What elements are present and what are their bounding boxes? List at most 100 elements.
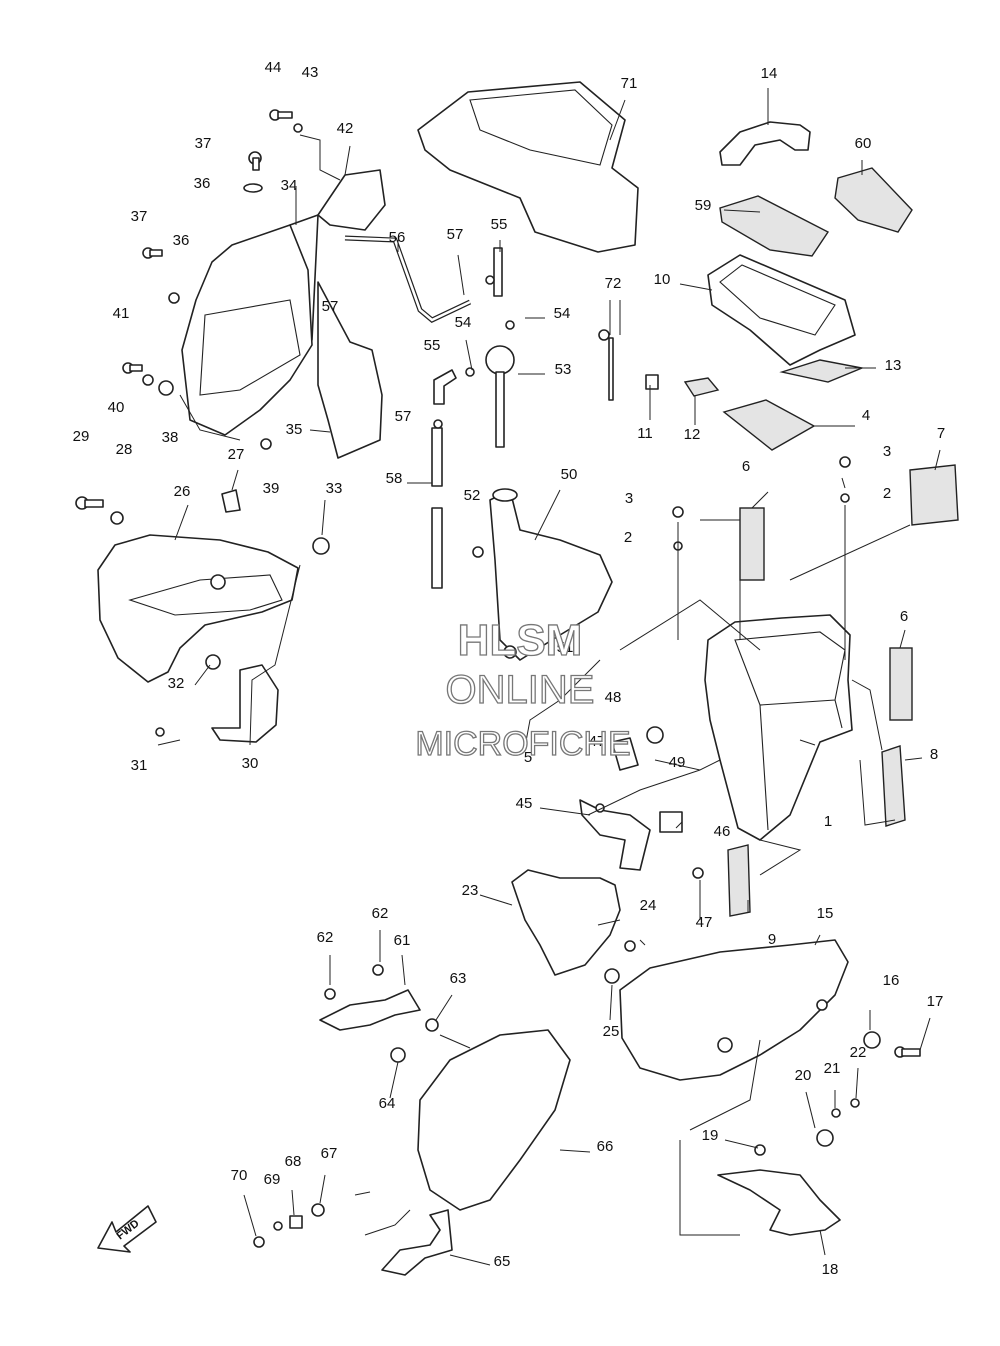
part-60-pad: [834, 167, 913, 233]
callout-18: 18: [822, 1261, 839, 1278]
callout-38: 38: [162, 429, 179, 446]
part-49-connector: [646, 726, 664, 744]
callout-1: 1: [824, 813, 832, 830]
callout-37: 37: [131, 208, 148, 225]
callout-22: 22: [850, 1044, 867, 1061]
callout-44: 44: [265, 59, 282, 76]
assembly-lines: [179, 134, 896, 1236]
part-1-battery-box: [704, 614, 853, 841]
part-frame-cover: [181, 224, 313, 436]
callout-12: 12: [684, 426, 701, 443]
callout-29: 29: [73, 428, 90, 445]
part-59-pad: [719, 195, 830, 257]
callout-41: 41: [113, 305, 130, 322]
watermark-line-2: ONLINE: [446, 668, 595, 712]
callout-17: 17: [927, 993, 944, 1010]
callout-62: 62: [372, 905, 389, 922]
part-42-bracket: [317, 169, 386, 231]
callout-67: 67: [321, 1145, 338, 1162]
part-65-bracket: [381, 1209, 453, 1276]
callout-69: 69: [264, 1171, 281, 1188]
part-58-hose: [431, 427, 443, 487]
callout-16: 16: [883, 972, 900, 989]
callout-54: 54: [554, 305, 571, 322]
fwd-badge: FWD: [97, 1205, 157, 1253]
callout-14: 14: [761, 65, 778, 82]
callout-5: 5: [524, 749, 532, 766]
callout-59: 59: [695, 197, 712, 214]
part-26-cover: [97, 534, 299, 683]
part-23-holder: [511, 869, 621, 976]
callout-51: 51: [557, 639, 574, 656]
callout-25: 25: [603, 1023, 620, 1040]
callout-49: 49: [669, 754, 686, 771]
part-18-bracket: [717, 1169, 841, 1236]
callout-24: 24: [640, 897, 657, 914]
callout-68: 68: [285, 1153, 302, 1170]
callout-10: 10: [654, 271, 671, 288]
callout-56: 56: [389, 229, 406, 246]
callout-58: 58: [386, 470, 403, 487]
callout-71: 71: [621, 75, 638, 92]
leader-lines: [157, 88, 941, 1266]
watermark: HLSM ONLINE MICROFICHE: [415, 615, 632, 763]
part-66-cover: [417, 1029, 571, 1211]
callout-21: 21: [824, 1060, 841, 1077]
part-10-tray: [707, 254, 856, 366]
callout-7: 7: [937, 425, 945, 442]
callout-42: 42: [337, 120, 354, 137]
watermark-line-3: MICROFICHE: [415, 725, 630, 763]
callout-72: 72: [605, 275, 622, 292]
callout-37: 37: [195, 135, 212, 152]
callout-66: 66: [597, 1138, 614, 1155]
part-4-plate: [722, 399, 816, 451]
part-48-bracket: [611, 737, 639, 771]
watermark-line-1: HLSM: [458, 616, 583, 665]
callout-57: 57: [447, 226, 464, 243]
callout-70: 70: [231, 1167, 248, 1184]
callout-36: 36: [173, 232, 190, 249]
callout-63: 63: [450, 970, 467, 987]
callout-62: 62: [317, 929, 334, 946]
part-56-tube: [344, 235, 472, 323]
callout-57: 57: [395, 408, 412, 425]
callout-3: 3: [625, 490, 633, 507]
callout-57: 57: [322, 298, 339, 315]
callout-2: 2: [883, 485, 891, 502]
part-50-tank: [489, 489, 613, 661]
callout-4: 4: [862, 407, 870, 424]
part-45-bracket: [579, 799, 651, 871]
callout-64: 64: [379, 1095, 396, 1112]
callout-60: 60: [855, 135, 872, 152]
callout-47: 47: [696, 914, 713, 931]
callout-54: 54: [455, 314, 472, 331]
callout-6: 6: [742, 458, 750, 475]
part-6-plate-b: [889, 647, 913, 721]
callout-40: 40: [108, 399, 125, 416]
callout-50: 50: [561, 466, 578, 483]
callout-36: 36: [194, 175, 211, 192]
callout-35: 35: [286, 421, 303, 438]
part-61-bracket: [319, 989, 421, 1031]
part-71-cover: [417, 81, 639, 253]
callout-32: 32: [168, 675, 185, 692]
callout-3: 3: [883, 443, 891, 460]
callout-26: 26: [174, 483, 191, 500]
part-30-bracket: [211, 664, 279, 743]
callout-27: 27: [228, 446, 245, 463]
hardware: [75, 109, 921, 1248]
callout-28: 28: [116, 441, 133, 458]
callout-30: 30: [242, 755, 259, 772]
callout-52: 52: [464, 487, 481, 504]
part-7-plate: [909, 464, 959, 526]
callout-33: 33: [326, 480, 343, 497]
part-8-plate: [881, 745, 906, 827]
callout-46: 46: [714, 823, 731, 840]
callout-20: 20: [795, 1067, 812, 1084]
callout-31: 31: [131, 757, 148, 774]
part-12-plate: [683, 377, 720, 397]
part-53-valve: [485, 345, 515, 375]
part-35-gasket: [317, 281, 383, 459]
